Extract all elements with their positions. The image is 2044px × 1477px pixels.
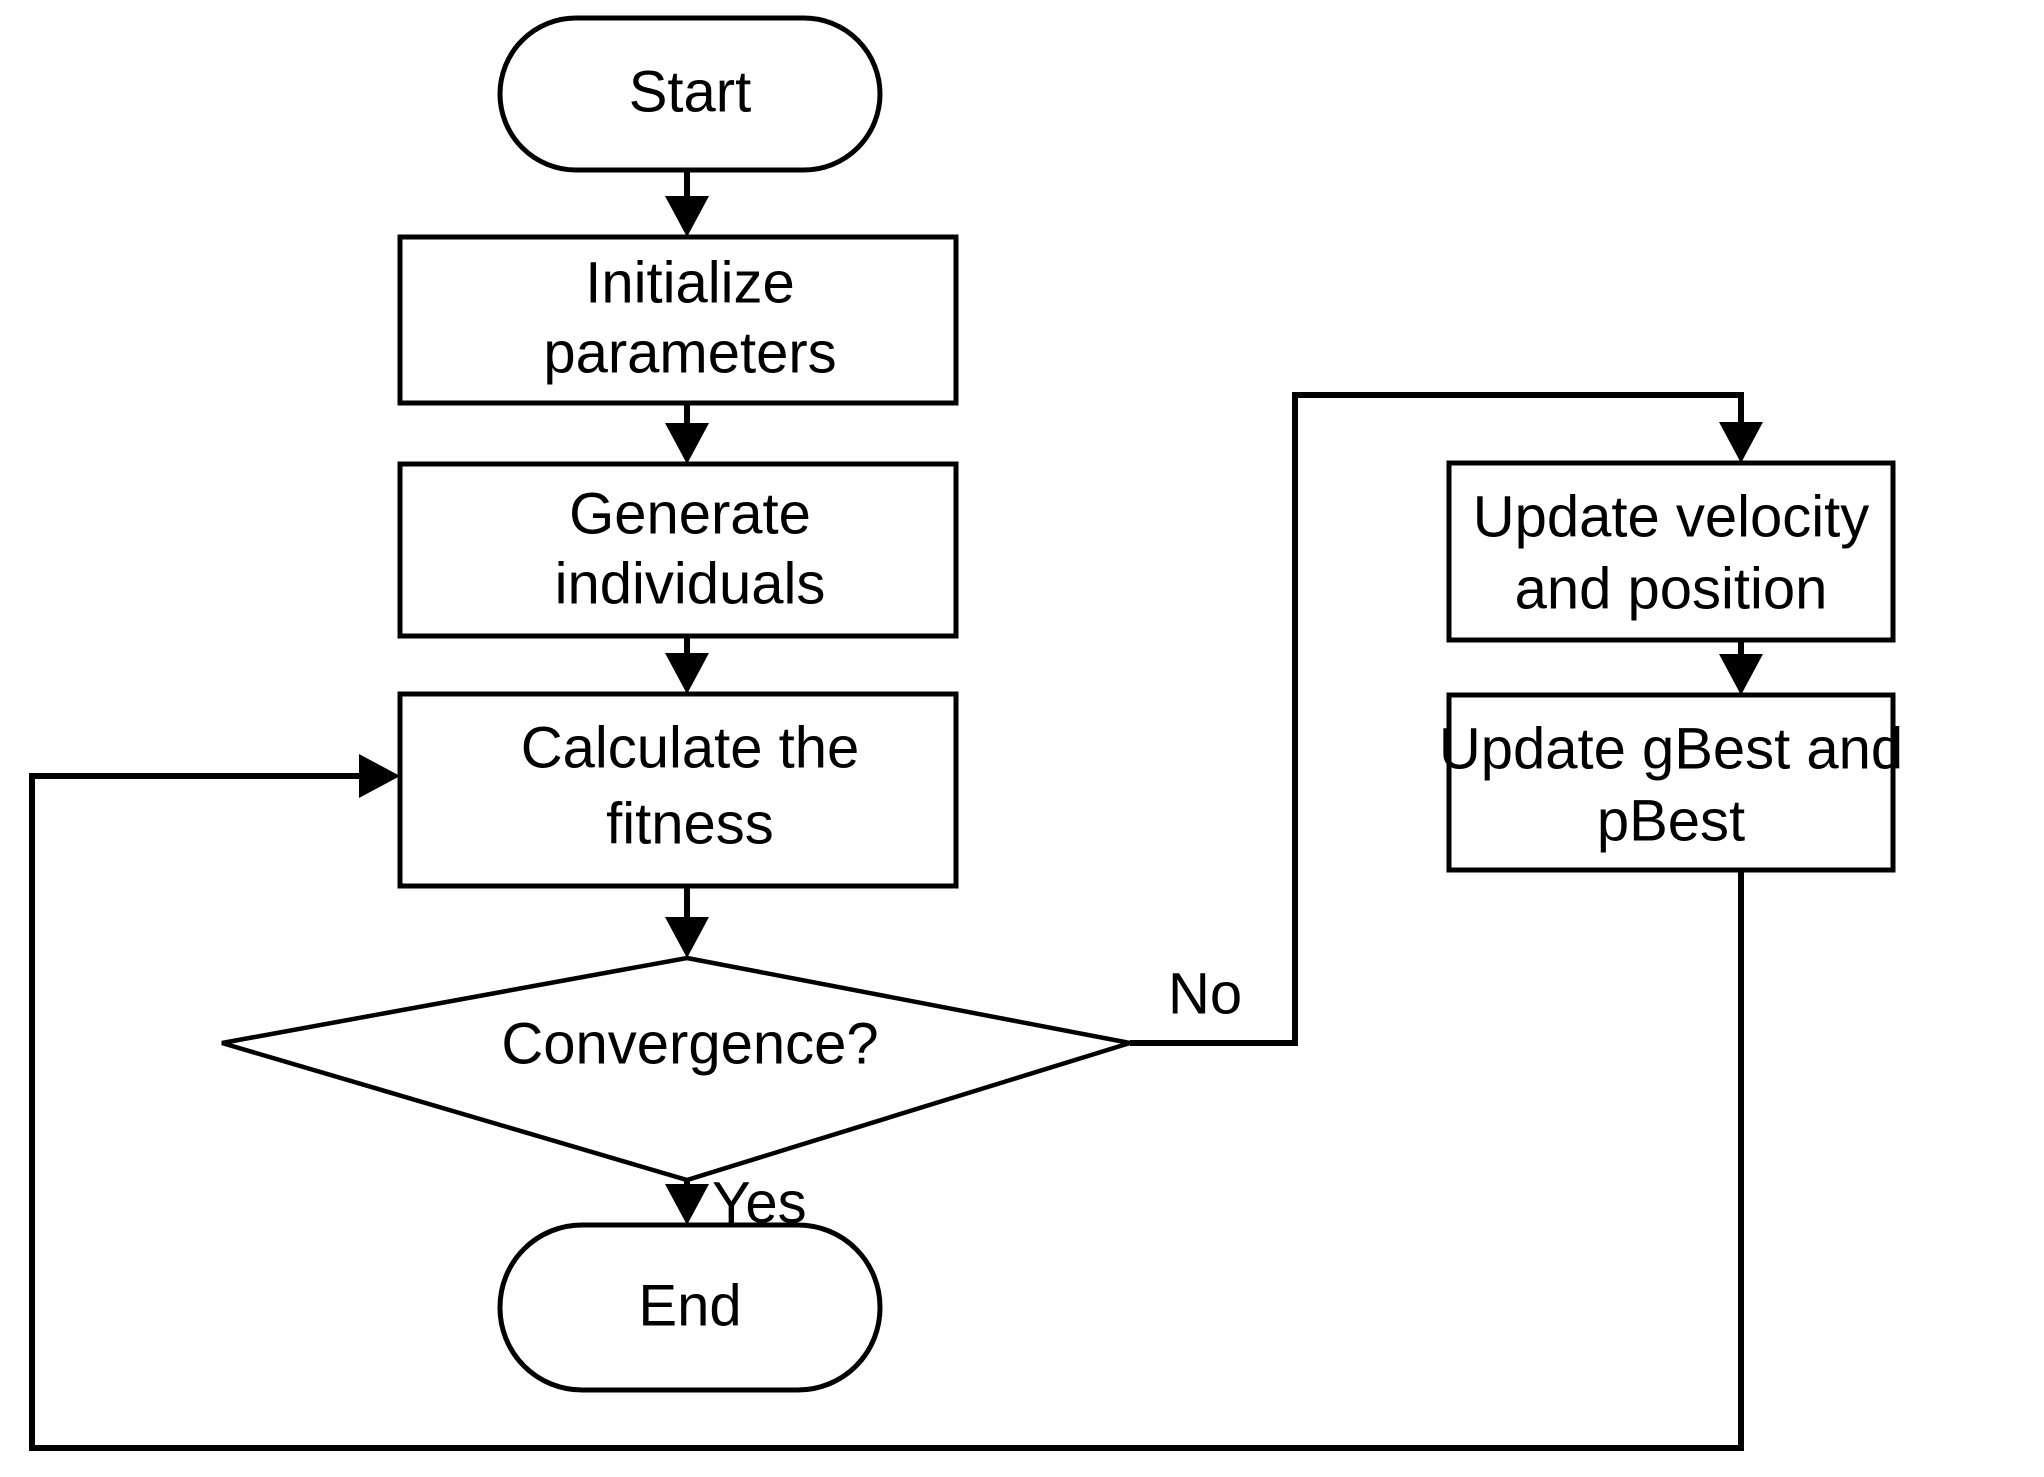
edge-label-yes: Yes <box>712 1170 807 1235</box>
node-update-gbest-pbest-label-line2: pBest <box>1597 788 1745 853</box>
node-generate-individuals-label-line2: individuals <box>555 551 826 616</box>
connector-fitness-to-convergence <box>665 886 709 958</box>
node-generate-individuals[interactable]: Generate individuals <box>397 461 959 639</box>
node-update-velocity-position[interactable]: Update velocity and position <box>1446 460 1896 643</box>
node-calculate-fitness-label-line1: Calculate the <box>521 715 860 780</box>
connector-convergence-no-to-update-velocity <box>1130 392 1763 1046</box>
connector-start-to-init <box>665 170 709 237</box>
node-start-label: Start <box>629 59 752 124</box>
node-initialize-parameters[interactable]: Initialize parameters <box>397 234 959 406</box>
node-calculate-fitness[interactable]: Calculate the fitness <box>397 691 959 889</box>
connector-update-velocity-to-update-best <box>1719 640 1763 695</box>
node-start[interactable]: Start <box>497 15 883 173</box>
node-convergence-decision-label: Convergence? <box>501 1011 878 1076</box>
node-end[interactable]: End <box>497 1222 883 1393</box>
node-update-gbest-pbest[interactable]: Update gBest and pBest <box>1439 692 1903 873</box>
connector-generate-to-fitness <box>665 636 709 694</box>
node-end-label: End <box>638 1273 741 1338</box>
node-generate-individuals-label-line1: Generate <box>569 481 811 546</box>
node-convergence-decision[interactable]: Convergence? <box>221 955 1131 1183</box>
edge-label-no: No <box>1168 961 1242 1026</box>
node-initialize-parameters-label-line1: Initialize <box>585 250 795 315</box>
node-initialize-parameters-label-line2: parameters <box>543 320 836 385</box>
node-update-velocity-position-label-line1: Update velocity <box>1473 484 1870 549</box>
node-update-gbest-pbest-label-line1: Update gBest and <box>1439 716 1903 781</box>
connector-convergence-yes-to-end <box>665 1180 709 1225</box>
connector-init-to-generate <box>665 403 709 464</box>
connector-update-best-to-fitness-loop <box>29 754 1744 1451</box>
node-calculate-fitness-label-line2: fitness <box>606 791 774 856</box>
node-update-velocity-position-label-line2: and position <box>1515 556 1828 621</box>
